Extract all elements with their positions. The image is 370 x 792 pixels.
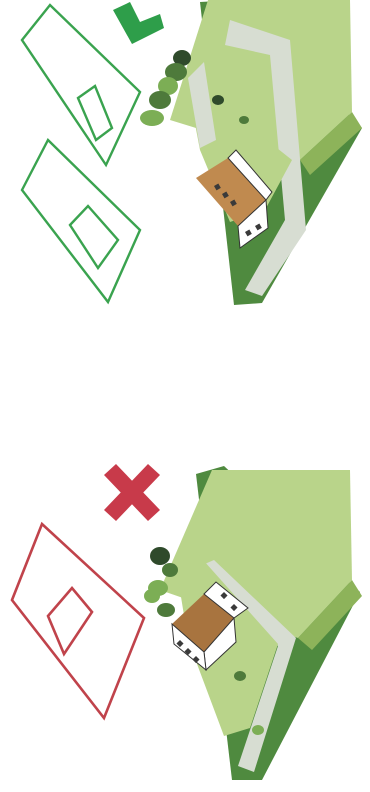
cross-icon <box>104 464 160 521</box>
tree <box>144 589 160 603</box>
correct-layout-illustration <box>0 0 370 330</box>
incorrect-layout-panel <box>0 440 370 792</box>
tree <box>234 671 246 681</box>
checkmark-icon <box>113 2 164 44</box>
site-plan-outline <box>12 524 144 718</box>
tree <box>252 725 264 735</box>
correct-layout-panel <box>0 0 370 330</box>
tree <box>150 547 170 565</box>
tree <box>149 91 171 109</box>
tree <box>157 603 175 617</box>
incorrect-layout-illustration <box>0 440 370 792</box>
tree <box>162 563 178 577</box>
site-plan-outline-1 <box>22 5 140 165</box>
tree <box>140 110 164 126</box>
site-plan-outline-2 <box>22 140 140 302</box>
garden-ground <box>170 0 362 305</box>
tree <box>239 116 249 124</box>
tree <box>212 95 224 105</box>
